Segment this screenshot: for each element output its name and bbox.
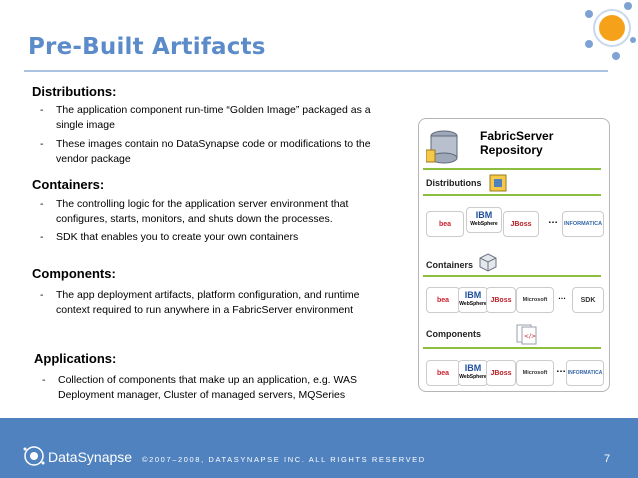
containers-heading: Containers: <box>32 177 105 192</box>
components-bullet-1: - The app deployment artifacts, platform… <box>40 288 366 318</box>
websphere-text: WebSphere <box>470 221 498 227</box>
bullet-dash: - <box>40 198 44 210</box>
distribution-package-icon <box>489 174 507 192</box>
bullet-text: The controlling logic for the applicatio… <box>56 198 349 225</box>
components-label: Components <box>426 329 481 339</box>
bullet-dash: - <box>40 104 44 116</box>
applications-heading: Applications: <box>34 351 117 366</box>
containers-label: Containers <box>426 260 474 270</box>
websphere-text: WebSphere <box>459 374 487 380</box>
bullet-text: The application component run-time “Gold… <box>56 104 371 131</box>
components-heading: Components: <box>32 266 116 281</box>
page-number: 7 <box>604 453 611 465</box>
ibm-text: IBM <box>464 290 482 300</box>
containers-divider <box>423 275 601 277</box>
microsoft-container-logo: Microsoft <box>516 287 554 313</box>
bullet-text: These images contain no DataSynapse code… <box>56 138 371 165</box>
jboss-component-logo: JBoss <box>486 360 516 386</box>
bullet-text: The app deployment artifacts, platform c… <box>56 289 360 316</box>
jboss-container-logo: JBoss <box>486 287 516 313</box>
repository-divider <box>423 168 601 170</box>
bullet-dash: - <box>40 231 44 243</box>
applications-bullet-1: - Collection of components that make up … <box>42 373 393 403</box>
bullet-dash: - <box>40 289 44 301</box>
ibm-websphere-logo: IBM WebSphere <box>466 207 502 233</box>
container-cube-icon <box>479 253 497 272</box>
ibm-container-logo: IBM WebSphere <box>458 287 488 313</box>
repository-title-line2: Repository <box>480 143 543 157</box>
footer-bar <box>0 418 638 478</box>
datasynapse-logo-icon <box>23 446 45 466</box>
ibm-component-logo: IBM WebSphere <box>458 360 488 386</box>
footer-brand: DataSynapse <box>48 449 133 465</box>
bullet-text: Collection of components that make up an… <box>58 374 358 401</box>
more-components: … <box>556 364 566 375</box>
distributions-bullet-1: - The application component run-time “Go… <box>40 103 386 133</box>
microsoft-component-logo: Microsoft <box>516 360 554 386</box>
component-document-icon: </> <box>516 324 537 345</box>
repository-panel <box>418 118 610 392</box>
bea-component-logo: bea <box>426 360 460 386</box>
more-distributions: … <box>548 215 558 226</box>
bea-logo: bea <box>426 211 464 237</box>
distributions-heading: Distributions: <box>32 84 117 99</box>
logo-graphic-icon <box>585 2 636 60</box>
bullet-dash: - <box>42 374 46 386</box>
distributions-label: Distributions <box>426 178 482 188</box>
ibm-text: IBM <box>475 210 493 220</box>
distributions-divider <box>423 194 601 196</box>
footer-copyright: ©2007–2008, DATASYNAPSE INC. ALL RIGHTS … <box>142 455 426 464</box>
informatica-component-logo: INFORMATICA <box>566 360 604 386</box>
title-divider <box>24 70 608 72</box>
components-divider <box>423 347 601 349</box>
jboss-logo: JBoss <box>503 211 539 237</box>
ibm-text: IBM <box>464 363 482 373</box>
bullet-dash: - <box>40 138 44 150</box>
distributions-bullet-2: - These images contain no DataSynapse co… <box>40 137 386 167</box>
bea-container-logo: bea <box>426 287 460 313</box>
sdk-container: SDK <box>572 287 604 313</box>
containers-bullet-2: - SDK that enables you to create your ow… <box>40 230 391 245</box>
informatica-logo: INFORMATICA <box>562 211 604 237</box>
containers-bullet-1: - The controlling logic for the applicat… <box>40 197 391 227</box>
bullet-text: SDK that enables you to create your own … <box>56 231 299 243</box>
websphere-text: WebSphere <box>459 301 487 307</box>
repository-title: FabricServer Repository <box>480 129 553 157</box>
repository-title-line1: FabricServer <box>480 129 554 143</box>
more-containers: … <box>558 292 566 301</box>
slide-title: Pre-Built Artifacts <box>28 34 266 60</box>
svg-text:</>: </> <box>524 333 536 340</box>
repository-database-icon <box>426 130 458 164</box>
